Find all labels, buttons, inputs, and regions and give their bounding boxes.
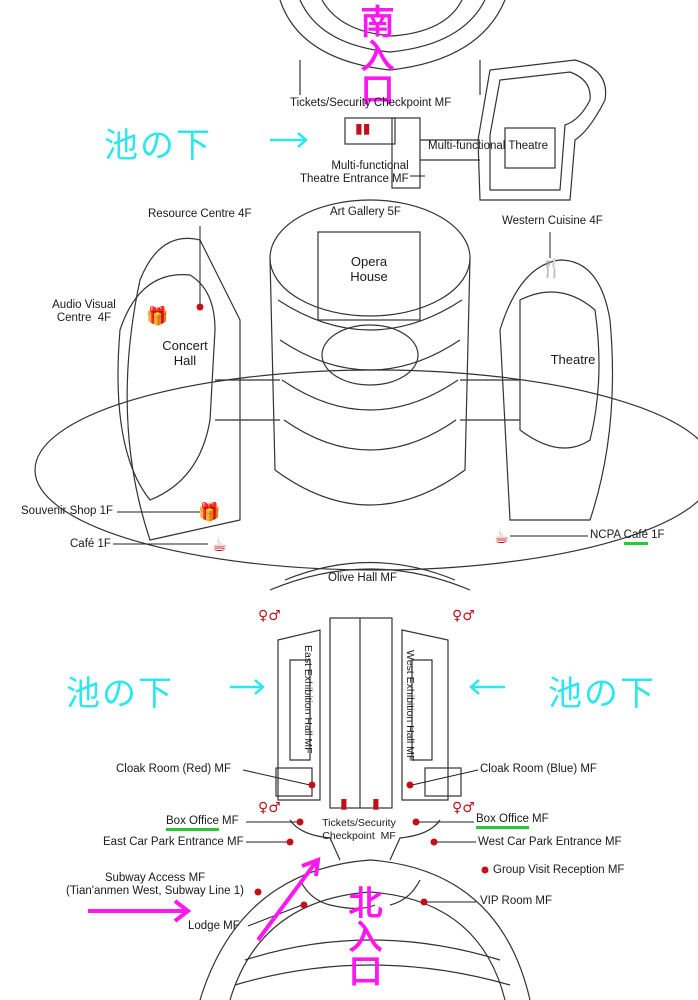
- concert-hall-label: Concert Hall: [162, 338, 208, 368]
- tickets-checkpoint-top-label: Tickets/Security Checkpoint MF: [290, 97, 452, 109]
- restroom-icon: ♀♂: [452, 608, 475, 624]
- restaurant-icon: 🍴: [540, 257, 562, 279]
- box-office-right-text: Box Office: [476, 813, 529, 829]
- box-office-left-text: Box Office: [166, 815, 219, 831]
- box-office-left-label: Box Office MF: [166, 815, 239, 831]
- box-office-left-floor: MF: [218, 815, 239, 827]
- box-office-right-label: Box Office MF: [476, 813, 549, 829]
- restroom-icon: ▮▮: [355, 121, 370, 137]
- location-dot-icon: [296, 818, 304, 826]
- under-pond-note-top: 池の下: [104, 126, 212, 166]
- souvenir-shop-label: Souvenir Shop 1F: [21, 505, 114, 517]
- audio-visual-centre-label: Audio Visual Centre 4F: [52, 299, 116, 324]
- north-entrance-label: 北入口: [342, 885, 382, 987]
- western-cuisine-label: Western Cuisine 4F: [502, 215, 603, 227]
- coffee-cup-icon: ☕: [212, 536, 227, 556]
- restroom-icon: ♀♂: [452, 800, 475, 816]
- ncpa-cafe-label: NCPA Café 1F: [590, 529, 665, 545]
- west-car-park-label: West Car Park Entrance MF: [478, 836, 622, 848]
- location-dot-icon: [196, 303, 204, 311]
- cloak-room-blue-label: Cloak Room (Blue) MF: [480, 763, 597, 775]
- restroom-icon: ▮: [372, 796, 380, 812]
- restroom-icon: ♀♂: [258, 608, 281, 624]
- under-pond-note-left: 池の下: [66, 674, 174, 714]
- location-dot-icon: [308, 781, 316, 789]
- restroom-icon: ▮: [340, 796, 348, 812]
- location-dot-icon: [412, 818, 420, 826]
- box-office-right-floor: MF: [528, 813, 549, 825]
- theatre-label: Theatre: [550, 352, 596, 367]
- multi-functional-theatre-label: Multi-functional Theatre: [428, 140, 548, 152]
- location-dot-icon: [481, 866, 489, 874]
- olive-hall-label: Olive Hall MF: [328, 572, 398, 584]
- south-entrance-label: 南入口: [354, 4, 394, 106]
- west-exhibition-hall-label: West Exhibition Hall MF: [404, 650, 416, 762]
- lodge-label: Lodge MF: [188, 920, 240, 932]
- restroom-icon: ♀♂: [258, 800, 281, 816]
- group-visit-reception-label: Group Visit Reception MF: [493, 864, 625, 876]
- gift-icon: 🎁: [198, 501, 220, 523]
- location-dot-icon: [406, 781, 414, 789]
- opera-house-label: Opera House: [350, 254, 388, 284]
- location-dot-icon: [300, 901, 308, 909]
- ncpa-floor: 1F: [647, 529, 665, 541]
- coffee-cup-icon: ☕: [494, 528, 509, 548]
- cafe-left-label: Café 1F: [70, 538, 111, 550]
- location-dot-icon: [286, 838, 294, 846]
- location-dot-icon: [430, 838, 438, 846]
- location-dot-icon: [254, 888, 262, 896]
- ncpa-prefix: NCPA: [590, 529, 624, 541]
- under-pond-note-right: 池の下: [548, 674, 656, 714]
- tickets-checkpoint-bottom-label: Tickets/Security Checkpoint MF: [322, 817, 396, 842]
- vip-room-label: VIP Room MF: [480, 895, 552, 907]
- location-dot-icon: [420, 898, 428, 906]
- east-car-park-label: East Car Park Entrance MF: [103, 836, 244, 848]
- art-gallery-label: Art Gallery 5F: [330, 206, 401, 218]
- arrow-icon: [256, 860, 318, 942]
- subway-access-label: Subway Access MF (Tian'anmen West, Subwa…: [66, 872, 244, 897]
- resource-centre-label: Resource Centre 4F: [148, 208, 252, 220]
- gift-icon: 🎁: [146, 305, 168, 327]
- multi-functional-entrance-label: Multi-functional Theatre Entrance MF: [300, 160, 409, 185]
- east-exhibition-hall-label: East Exhibition Hall MF: [302, 645, 314, 754]
- cloak-room-red-label: Cloak Room (Red) MF: [116, 763, 232, 775]
- ncpa-cafe-text: Café: [623, 529, 648, 545]
